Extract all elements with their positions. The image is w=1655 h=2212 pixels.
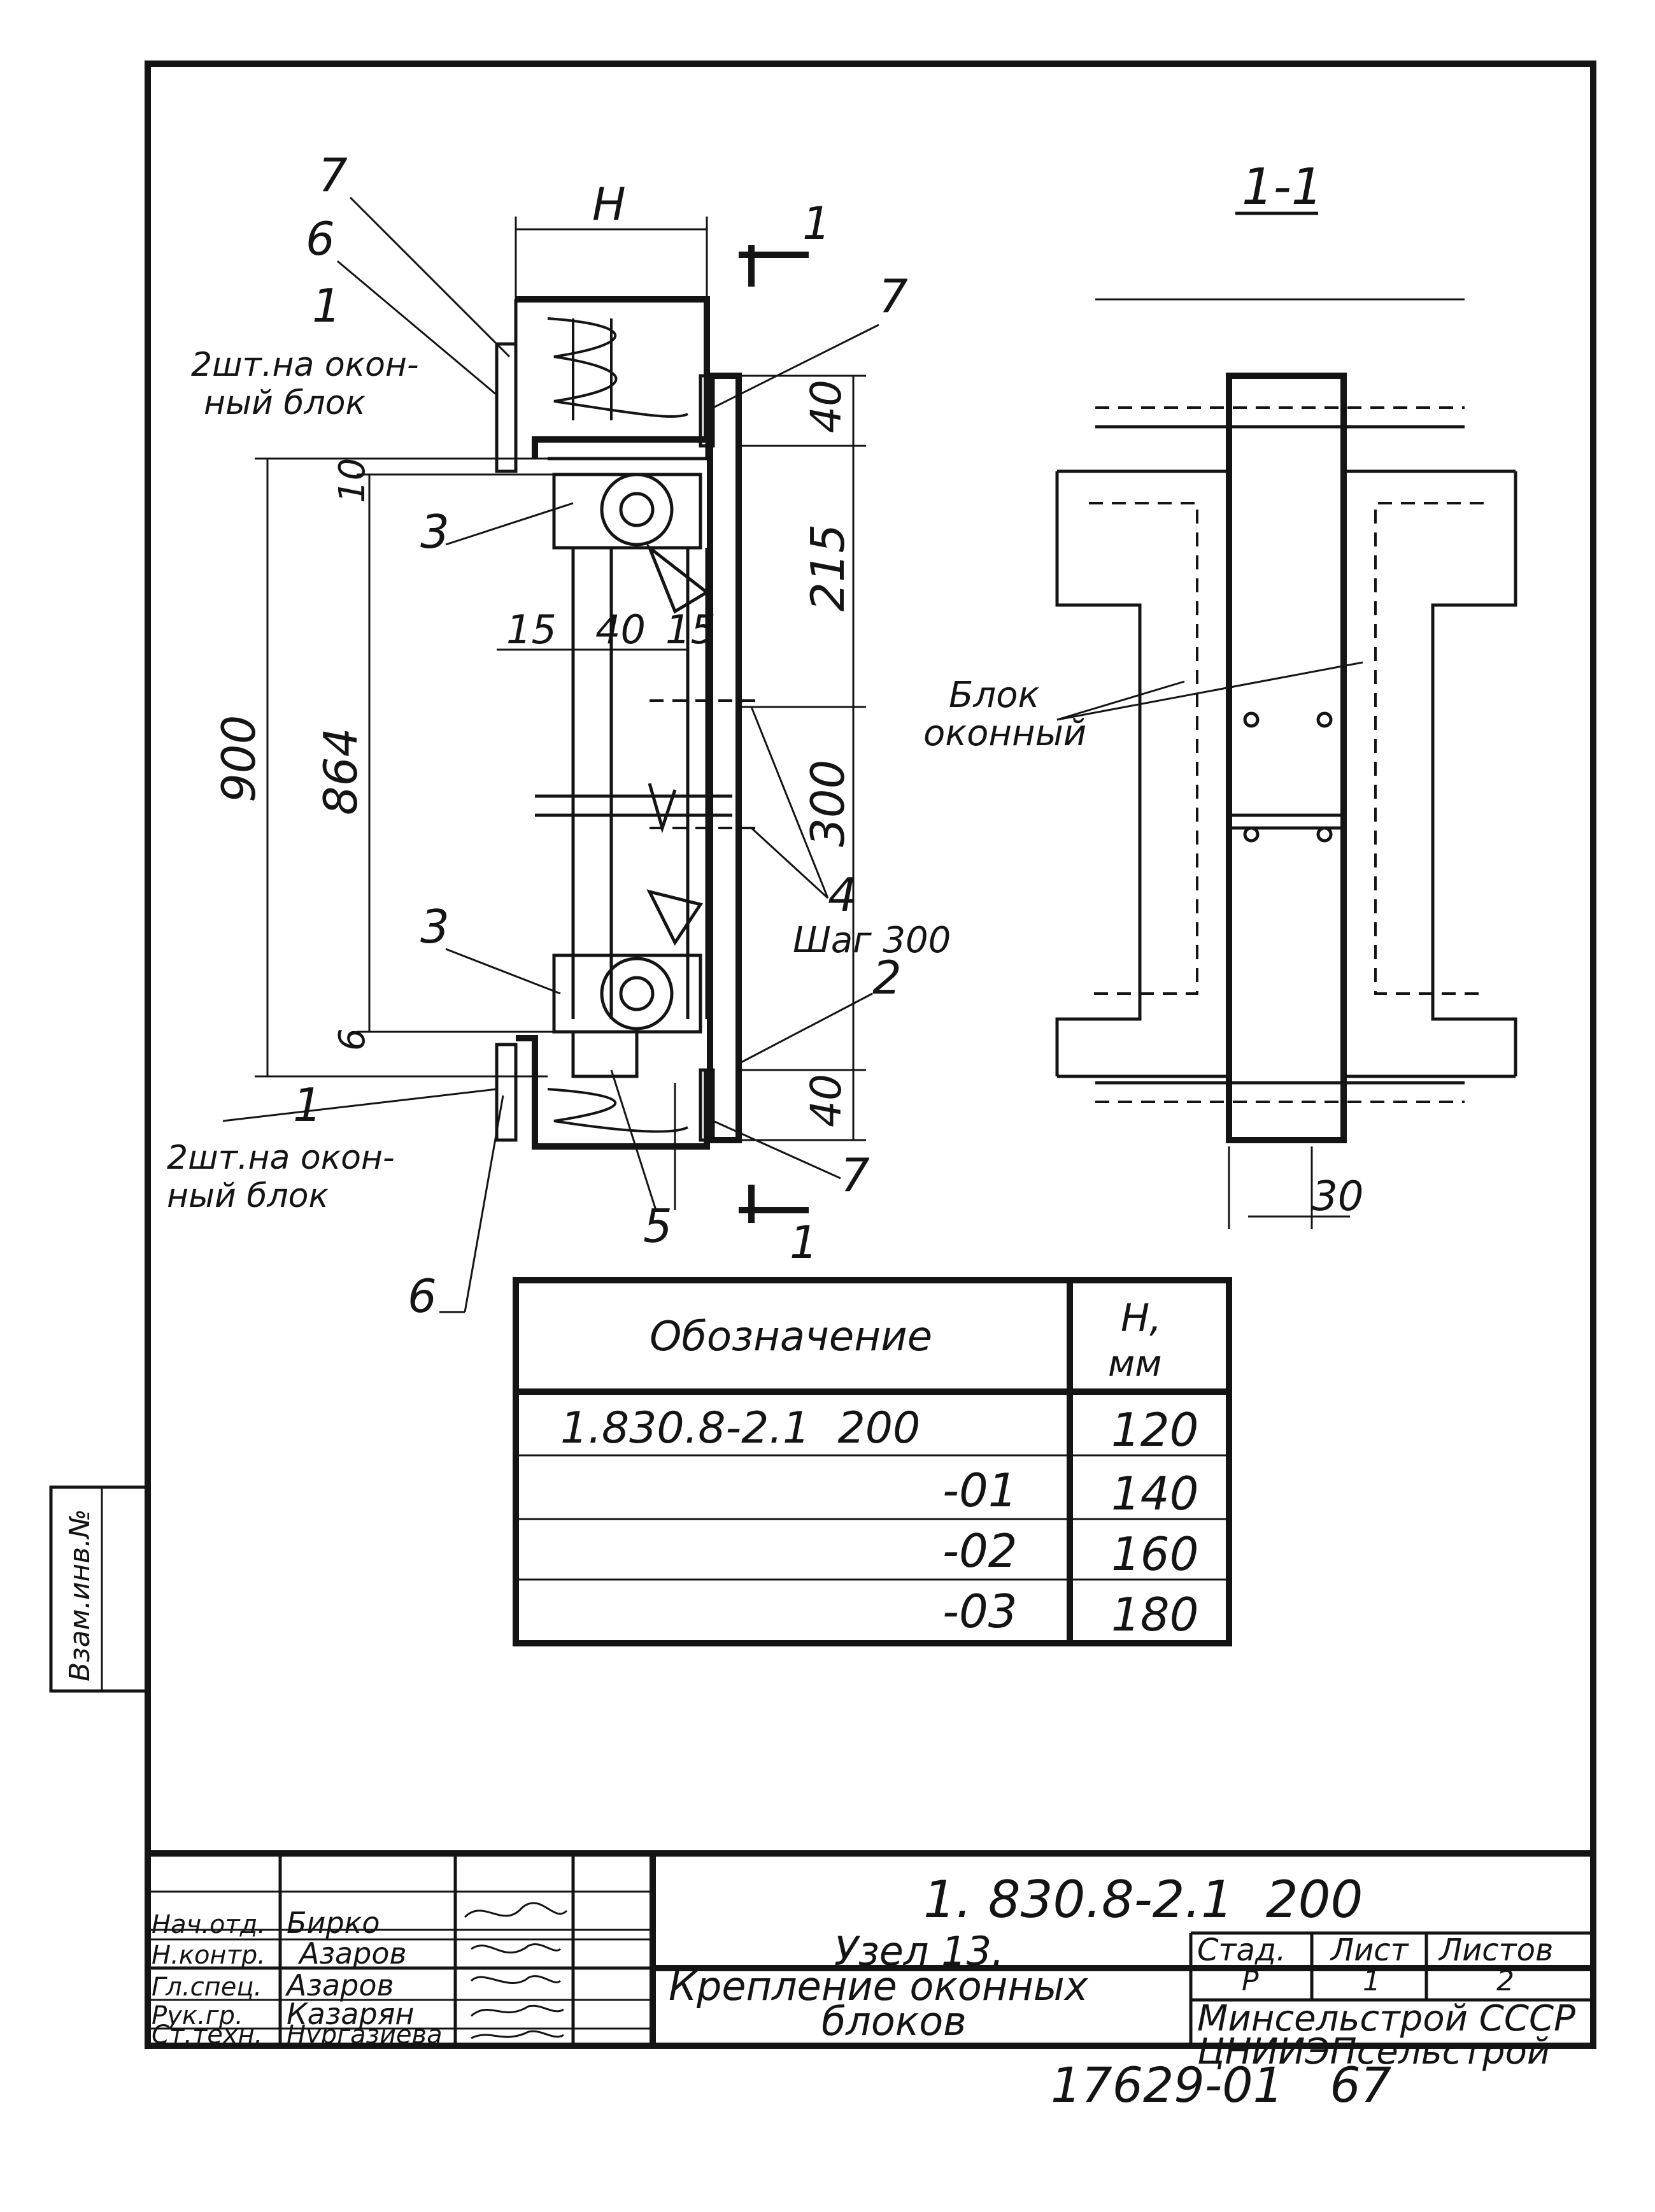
table-row-2-h: 160 <box>1111 1527 1198 1581</box>
dim-40-bottom: 40 <box>802 1074 851 1127</box>
sheets-header: Листов <box>1438 1932 1553 1968</box>
staff-name-2: Азаров <box>285 1968 394 2002</box>
staff-role-4: Ст.техн. <box>152 2020 262 2050</box>
signature-0 <box>464 1902 568 1918</box>
signature-4 <box>471 2030 564 2039</box>
sheets-value: 2 <box>1496 1965 1514 1997</box>
table-row-0-h: 120 <box>1111 1403 1198 1457</box>
dim-864: 864 <box>314 728 367 815</box>
callout-6-top: 6 <box>306 212 335 266</box>
table-row-3-designation: -03 <box>942 1585 1018 1638</box>
callout-7-right-bottom: 7 <box>841 1148 870 1202</box>
sheet-header: Лист <box>1330 1932 1410 1968</box>
note-pcs-top-2: ный блок <box>204 384 366 422</box>
table-row-1-designation: -01 <box>942 1464 1018 1517</box>
title-block: 1. 830.8-2.1 200 Узел 13. Крепление окон… <box>148 1850 1593 2073</box>
staff-name-1: Азаров <box>297 1936 407 1971</box>
section-1-1: 1-1 30 Блок оконный <box>923 159 1517 1229</box>
dim-15a: 15 <box>506 606 557 653</box>
note-pcs-bottom-2: ный блок <box>167 1177 329 1215</box>
dim-300: 300 <box>801 760 855 847</box>
dim-15b: 15 <box>665 606 716 653</box>
org-line-2: ЦНИИЭПсельстрой <box>1197 2031 1550 2073</box>
note-step: Шаг 300 <box>793 920 951 961</box>
dim-6: 6 <box>332 1028 373 1051</box>
table-header-h-2: мм <box>1108 1343 1162 1385</box>
staff-role-3: Рук.гр. <box>152 2001 243 2030</box>
table-row-3-h: 180 <box>1111 1588 1198 1641</box>
note-block-1: Блок <box>949 674 1039 716</box>
staff-name-4: Нургазиева <box>287 2020 443 2050</box>
dim-h: H <box>592 178 626 231</box>
section-label: 1-1 <box>1242 159 1323 216</box>
section-elevation <box>495 296 764 1150</box>
table-header-h-1: H, <box>1121 1296 1161 1341</box>
stage-value: Р <box>1242 1965 1259 1997</box>
callout-1-bottom: 1 <box>293 1078 322 1132</box>
callout-2: 2 <box>872 951 902 1004</box>
dim-215: 215 <box>801 524 855 611</box>
note-pcs-bottom-1: 2шт.на окон- <box>167 1139 395 1177</box>
dimensions-elevation: H 900 864 10 6 15 40 15 40 215 300 40 1 … <box>212 178 866 1269</box>
section-mark-top: 1 <box>802 197 831 250</box>
title-line-1: Узел 13. <box>834 1928 1004 1974</box>
callout-3-top: 3 <box>420 505 450 559</box>
spec-table: Обозначение H, мм 1.830.8-2.1 200 120 -0… <box>513 1277 1232 1646</box>
section-mark-bottom: 1 <box>790 1217 818 1269</box>
title-line-3: блоков <box>821 1998 967 2044</box>
staff-role-2: Гл.спец. <box>152 1973 262 2002</box>
callouts: 7 6 1 2шт.на окон- ный блок 3 3 1 2шт.на… <box>167 148 951 1323</box>
callout-6-bottom: 6 <box>408 1269 437 1323</box>
sheet-frame <box>145 61 1596 2049</box>
signature-2 <box>470 1975 562 1985</box>
dim-10: 10 <box>332 458 373 503</box>
dim-900: 900 <box>212 715 266 803</box>
callout-5: 5 <box>643 1199 672 1253</box>
table-row-1-h: 140 <box>1111 1467 1198 1520</box>
staff-role-1: Н.контр. <box>152 1941 266 1970</box>
staff-name-0: Бирко <box>287 1906 380 1940</box>
sheet-value: 1 <box>1363 1965 1381 1997</box>
table-header-designation: Обозначение <box>650 1313 932 1360</box>
note-pcs-top-1: 2шт.на окон- <box>191 346 419 384</box>
side-stamp-box <box>49 1485 148 1693</box>
footer-number: 17629-01 67 <box>1051 2057 1391 2113</box>
callout-3-bottom: 3 <box>420 900 450 953</box>
side-stamp: Взам.инв.№ <box>64 1509 96 1681</box>
table-row-0-designation: 1.830.8-2.1 200 <box>560 1403 920 1453</box>
callout-7-top: 7 <box>318 148 348 202</box>
table-row-2-designation: -02 <box>942 1524 1018 1578</box>
stage-header: Стад. <box>1197 1932 1286 1968</box>
staff-role-0: Нач.отд. <box>152 1910 266 1939</box>
dim-40mid: 40 <box>595 606 646 653</box>
dim-30: 30 <box>1312 1173 1363 1220</box>
signature-3 <box>471 2004 564 2017</box>
fixing-plate <box>707 373 742 1143</box>
title-line-2: Крепление оконных <box>669 1963 1089 2009</box>
section-plate <box>1226 373 1347 1143</box>
doc-code: 1. 830.8-2.1 200 <box>923 1870 1363 1929</box>
callout-7-right-top: 7 <box>879 269 908 323</box>
signature-1 <box>471 1943 562 1954</box>
staff-name-3: Казарян <box>287 1997 414 2031</box>
callout-1-top: 1 <box>312 279 341 332</box>
dim-40-top: 40 <box>802 380 851 433</box>
org-line-1: Минсельстрой СССР <box>1197 1998 1575 2039</box>
callout-4: 4 <box>828 868 857 922</box>
